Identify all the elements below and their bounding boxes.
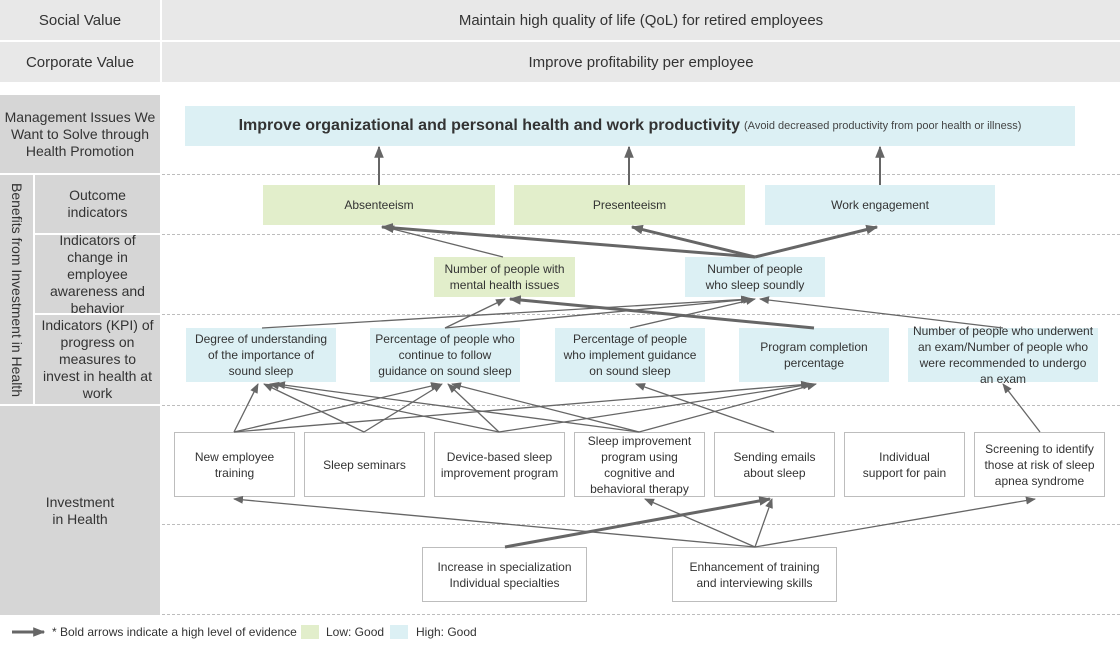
kpi-exam-ratio: Number of people who underwent an exam/N… — [908, 324, 1098, 386]
kpi-understanding: Degree of understanding of the importanc… — [186, 328, 336, 382]
arrow — [635, 383, 775, 433]
kpi-continue-guidance: Percentage of people who continue to fol… — [370, 328, 520, 382]
arrow — [638, 382, 817, 433]
arrow — [444, 295, 753, 329]
arrow — [451, 382, 640, 433]
arrow — [363, 383, 443, 433]
arrow — [269, 381, 500, 433]
investment-cbt-program: Sleep improvement program using cognitiv… — [574, 432, 705, 497]
corporate-value-label: Corporate Value — [0, 42, 160, 82]
arrow — [447, 383, 500, 433]
arrow — [233, 382, 441, 433]
goal-box: Improve organizational and personal heal… — [185, 106, 1075, 146]
kpi-implement-guidance: Percentage of people who implement guida… — [555, 328, 705, 382]
goal-note-text: (Avoid decreased productivity from poor … — [744, 120, 1022, 132]
foundation-specialization: Increase in specialization Individual sp… — [422, 547, 587, 602]
arrow — [444, 298, 506, 329]
outcome-work-engagement: Work engagement — [765, 185, 995, 225]
investment-label: Investment in Health — [0, 406, 160, 615]
row-separator — [162, 234, 1120, 235]
arrow — [629, 297, 756, 329]
legend-high-good: High: Good — [416, 625, 477, 639]
arrow — [504, 496, 772, 549]
arrow — [380, 223, 756, 259]
arrow — [759, 296, 1004, 329]
outcome-absenteeism: Absenteeism — [263, 185, 495, 225]
arrow — [498, 381, 813, 433]
arrow — [754, 496, 1036, 548]
arrow — [754, 498, 773, 548]
arrow — [754, 224, 879, 259]
investment-sleep-seminars: Sleep seminars — [304, 432, 425, 497]
social-value-label: Social Value — [0, 0, 160, 40]
investment-sleep-apnea-screening: Screening to identify those at risk of s… — [974, 432, 1105, 497]
arrow — [630, 224, 756, 259]
arrow — [261, 295, 751, 329]
benefits-label-cell: Benefits from Investment in Health — [0, 175, 33, 404]
outcome-indicators-label: Outcome indicators — [35, 175, 160, 233]
change-mental-health: Number of people with mental health issu… — [434, 257, 575, 297]
arrow — [508, 295, 815, 330]
legend-low-good-swatch — [301, 625, 319, 639]
arrow — [263, 383, 365, 433]
outcome-presenteeism: Presenteeism — [514, 185, 745, 225]
legend-arrow-note: * Bold arrows indicate a high level of e… — [52, 625, 297, 639]
management-issues-label: Management Issues We Want to Solve throu… — [0, 95, 160, 173]
social-value-text: Maintain high quality of life (QoL) for … — [162, 0, 1120, 40]
kpi-program-completion: Program completion percentage — [739, 328, 889, 382]
legend-high-good-swatch — [390, 625, 408, 639]
kpi-label: Indicators (KPI) of progress on measures… — [35, 315, 160, 404]
row-separator — [162, 314, 1120, 315]
goal-main-text: Improve organizational and personal heal… — [238, 117, 741, 134]
arrow — [1002, 383, 1041, 433]
change-sleep-soundly: Number of people who sleep soundly — [685, 257, 825, 297]
row-separator — [162, 405, 1120, 406]
legend-low-good: Low: Good — [326, 625, 385, 639]
corporate-value-text: Improve profitability per employee — [162, 42, 1120, 82]
arrow — [233, 383, 259, 433]
arrow — [644, 498, 756, 548]
row-separator — [162, 524, 1120, 525]
change-indicators-label: Indicators of change in employee awarene… — [35, 232, 160, 316]
investment-new-employee-training: New employee training — [174, 432, 295, 497]
arrow — [275, 381, 640, 433]
row-separator — [162, 174, 1120, 175]
arrow — [233, 380, 811, 433]
arrow — [233, 495, 756, 548]
investment-sleep-emails: Sending emails about sleep — [714, 432, 835, 497]
row-separator — [162, 614, 1120, 615]
investment-device-program: Device-based sleep improvement program — [434, 432, 565, 497]
foundation-training-skills: Enhancement of training and interviewing… — [672, 547, 837, 602]
arrow — [384, 225, 504, 258]
investment-pain-support: Individual support for pain — [844, 432, 965, 497]
